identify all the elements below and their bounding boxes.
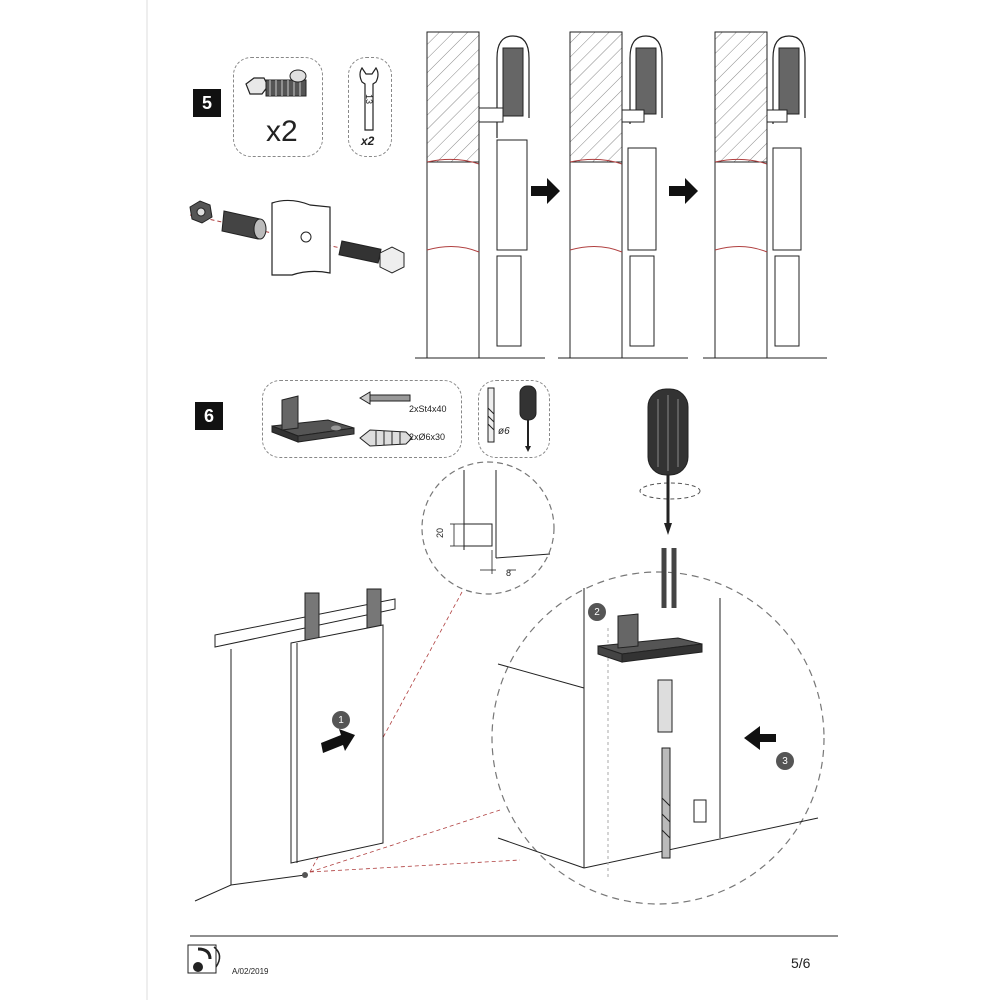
elevation-view-3 xyxy=(703,31,827,359)
door-elevation-views xyxy=(415,31,827,359)
step-5-badge: 5 xyxy=(193,89,221,117)
drill-bit-icon xyxy=(487,387,495,443)
wall-plug-icon xyxy=(359,429,413,447)
screwdriver-in-use xyxy=(639,388,701,535)
callout-3: 3 xyxy=(776,752,794,770)
tool-box xyxy=(478,380,550,458)
page-number: 5/6 xyxy=(791,955,811,971)
wrench-quantity: x2 xyxy=(361,134,375,148)
bolt-icon xyxy=(245,69,307,97)
floor-guide-kit-box xyxy=(262,380,462,458)
screw-icon xyxy=(359,391,411,405)
wrench-icon xyxy=(359,66,379,131)
dimension-width: 8 xyxy=(506,568,512,578)
brand-logo xyxy=(187,944,221,974)
elevation-view-2 xyxy=(558,31,688,359)
wrench-box xyxy=(348,57,392,157)
installation-detail-circle xyxy=(491,548,825,905)
callout-2: 2 xyxy=(588,603,606,621)
document-code: A/02/2019 xyxy=(232,967,269,976)
screwdriver-icon xyxy=(519,385,537,452)
screw-spec: 2xSt4x40 xyxy=(409,404,447,414)
floor-guide-icon xyxy=(271,395,355,443)
elevation-view-1 xyxy=(415,31,545,359)
callout-1: 1 xyxy=(332,711,350,729)
exploded-bolt-assembly xyxy=(189,199,405,276)
step-6-badge: 6 xyxy=(195,402,223,430)
bolt-quantity: x2 xyxy=(266,115,298,148)
wall-plug-spec: 2xØ6x30 xyxy=(409,432,446,442)
drill-size: ø6 xyxy=(498,426,510,437)
dimension-detail-circle xyxy=(421,461,555,595)
bolt-kit-box xyxy=(233,57,323,157)
sliding-door-drawing xyxy=(194,588,396,902)
